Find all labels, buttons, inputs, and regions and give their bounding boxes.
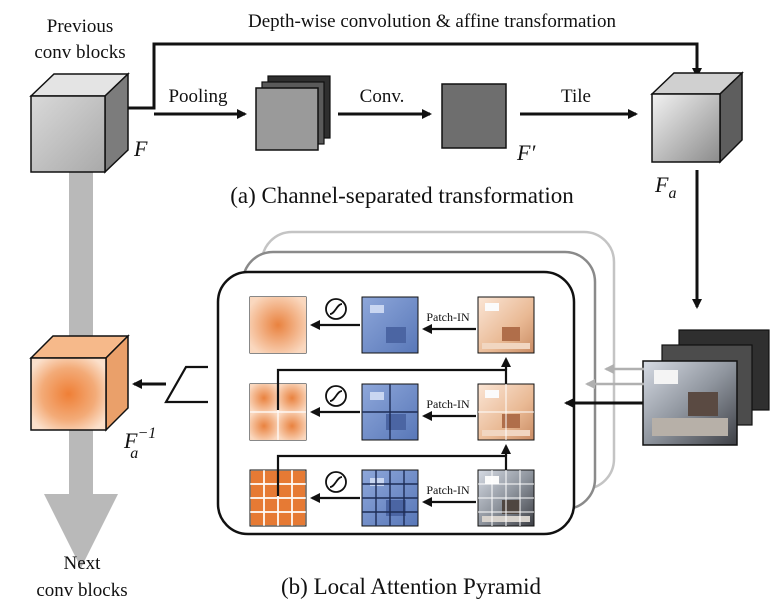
skip-path (276, 368, 508, 410)
patch-image (477, 383, 535, 441)
caption-a: (a) Channel-separated transformation (230, 183, 574, 208)
previous-blocks-label-line2: conv blocks (34, 42, 125, 63)
conv-label: Conv. (360, 86, 405, 107)
pyramid-row: Patch-IN (249, 444, 535, 527)
normalized-map (361, 296, 419, 354)
output-feature-cube (29, 334, 130, 432)
patch-image (477, 469, 535, 527)
pyramid-row: Patch-IN (249, 296, 535, 354)
input-image-stack (642, 329, 770, 446)
input-feature-cube (29, 72, 130, 174)
previous-blocks-label-line1: Previous (47, 16, 114, 37)
pooling-label: Pooling (168, 86, 228, 107)
normalized-map (361, 383, 419, 441)
patch-image (477, 296, 535, 354)
normalized-map (361, 469, 419, 527)
feature-F-prime-label: F′ (516, 140, 536, 165)
skip-path (276, 454, 508, 496)
patch-in-label: Patch-IN (426, 310, 470, 324)
patch-in-label: Patch-IN (426, 397, 470, 411)
depthwise-path-arrow (128, 42, 702, 110)
tile-label: Tile (561, 86, 591, 107)
next-blocks-label-line2: conv blocks (36, 580, 127, 601)
skip-connection-arrow (44, 172, 118, 568)
attention-map (249, 296, 307, 354)
depthwise-label: Depth-wise convolution & affine transfor… (248, 11, 616, 32)
attention-map (249, 469, 307, 527)
pyramid-row: Patch-IN (249, 357, 535, 441)
conv-output-square (441, 83, 507, 149)
next-blocks-label-line1: Next (64, 553, 102, 574)
pooled-feature-stack (255, 75, 331, 151)
feature-F-label: F (133, 136, 148, 161)
caption-b: (b) Local Attention Pyramid (281, 574, 541, 599)
feature-Fa-label: Fa (654, 172, 676, 202)
combine-symbol (132, 365, 208, 404)
pyramid-rows: Patch-IN Patch-IN Patch-IN (249, 296, 535, 527)
transformed-feature-cube (650, 71, 744, 164)
patch-in-label: Patch-IN (426, 483, 470, 497)
